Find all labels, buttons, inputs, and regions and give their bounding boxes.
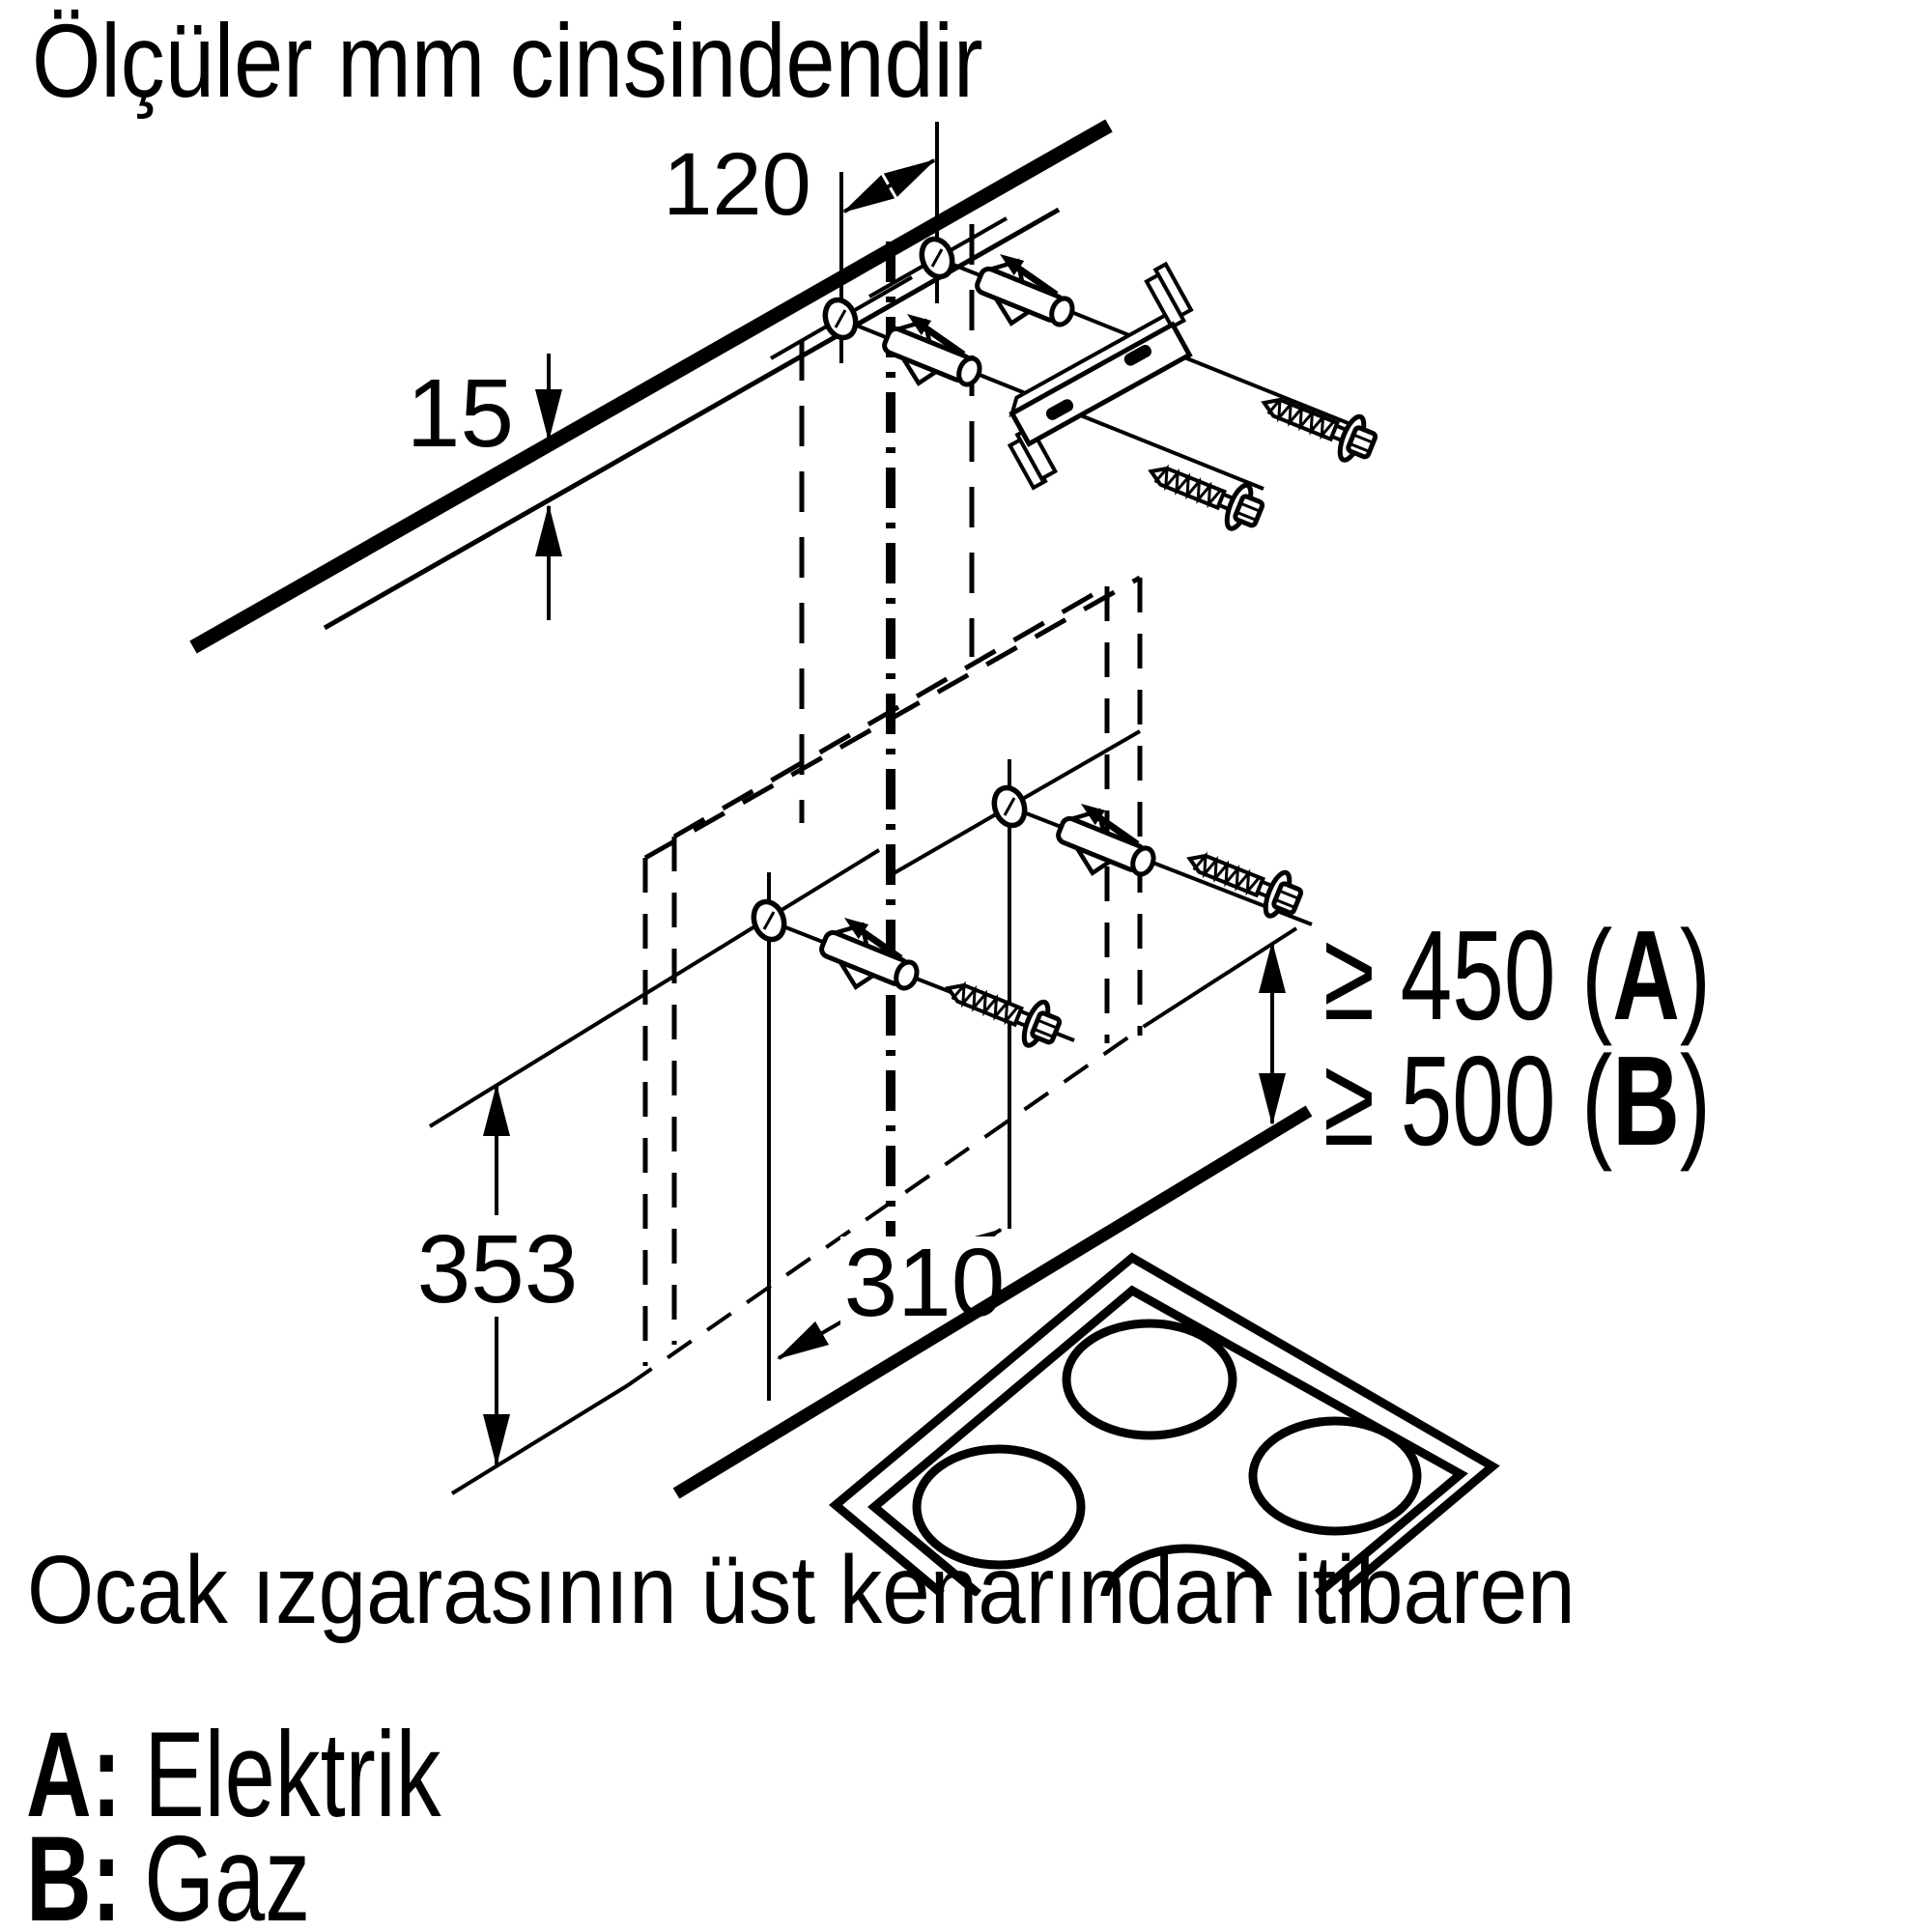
mounting-hole-icon: [917, 235, 957, 281]
screw-icon: [940, 967, 1065, 1053]
chimney-outline-dashed: [799, 224, 975, 823]
wall-edge-line: [189, 119, 1113, 654]
clearance-electric-label: ≥ 450 (A): [1323, 904, 1711, 1046]
mounting-hole-icon: [820, 296, 861, 342]
hob: [828, 1252, 1500, 1596]
dim15-label: 15: [407, 359, 514, 468]
burner-circle: [912, 1444, 1086, 1570]
dim120-arrow: [842, 158, 936, 213]
mounting-hole-icon: [989, 783, 1030, 830]
hood-bottom-reference-line: [450, 926, 1298, 1495]
burner-circle: [1062, 1319, 1237, 1440]
wall-anchor-icon: [812, 911, 927, 1006]
mounting-hole-icon: [749, 897, 789, 944]
hob-outer-edge: [828, 1252, 1500, 1596]
burner-circle: [1248, 1416, 1422, 1536]
mounting-bracket-icon: [1007, 261, 1194, 491]
legend-line-electric: A:Elektrik: [26, 1708, 441, 1842]
legend-line-gas: B:Gaz: [26, 1812, 310, 1932]
dim353-label: 353: [417, 1215, 579, 1323]
page-title: Ölçüler mm cinsindendir: [32, 3, 983, 120]
screws: [940, 382, 1380, 1053]
footnote-text: Ocak ızgarasının üst kenarından itibaren: [27, 1536, 1576, 1644]
dim120-label: 120: [663, 135, 811, 234]
dim310-label: 310: [844, 1229, 1006, 1337]
dim353-top-reference-line: [428, 848, 881, 1128]
hob-inner-edge: [867, 1285, 1468, 1596]
clearance-gas-label: ≥ 500 (B): [1323, 1030, 1711, 1172]
screw-icon: [1143, 450, 1267, 536]
burner-circle: [1100, 1544, 1272, 1596]
hob-top-edge-line: [672, 1105, 1313, 1499]
wall-anchor-icon: [968, 247, 1083, 342]
label-backing-353: [437, 1215, 557, 1317]
